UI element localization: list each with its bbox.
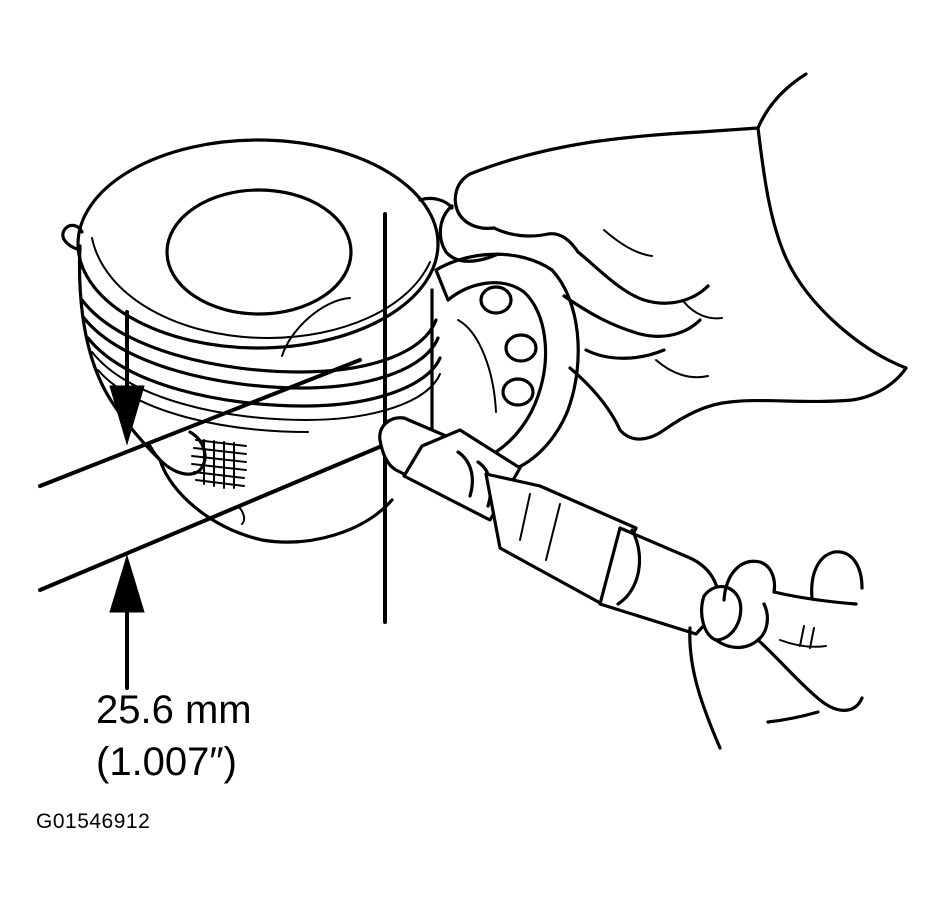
piston-ring-groove-5 xyxy=(97,369,309,433)
lower-hand-thumb xyxy=(722,559,777,602)
micrometer-frame-hole-1 xyxy=(479,285,513,315)
lower-hand-finger-top xyxy=(810,550,864,600)
figure-code: G01546912 xyxy=(36,810,151,833)
lower-hand-thumb-back xyxy=(772,590,858,606)
upper-hand-finger-crease xyxy=(584,348,666,360)
lower-hand-crease-3 xyxy=(809,627,815,649)
micrometer-thimble-edge xyxy=(616,528,642,606)
upper-hand-crease-3 xyxy=(683,301,723,320)
lower-extension-line xyxy=(38,438,398,592)
piston-crown-edge xyxy=(91,237,431,339)
lower-hand-finger-lower xyxy=(756,638,864,712)
lower-hand-crease-1 xyxy=(779,639,827,648)
micrometer-frame-hole-3 xyxy=(501,377,535,407)
upper-hand xyxy=(418,72,908,441)
dimension-label-metric: 25.6 mm xyxy=(96,688,252,732)
upper-hand-wrist-upper xyxy=(756,72,808,130)
lower-hand-palm-left xyxy=(688,626,722,750)
piston xyxy=(61,138,442,544)
piston-pin-hatching xyxy=(191,439,247,489)
reference-lines xyxy=(38,212,434,624)
micrometer-sleeve-ring xyxy=(456,450,474,498)
lower-hand xyxy=(688,550,864,750)
upper-hand-nail xyxy=(418,196,454,210)
piston-left-wall xyxy=(77,244,162,462)
upper-hand-top-finger xyxy=(453,126,760,230)
upper-hand-crease-4 xyxy=(603,229,653,257)
upper-extension-line xyxy=(38,358,362,488)
micrometer-thimble-mark-2 xyxy=(545,503,561,561)
lower-arrowhead xyxy=(109,554,145,613)
piston-boss-bump xyxy=(61,223,84,252)
lower-hand-crease-2 xyxy=(799,625,805,647)
piston-crown-inner xyxy=(165,188,353,316)
upper-hand-little-finger xyxy=(568,366,732,441)
piston-ring-groove-3 xyxy=(86,336,442,408)
micrometer-frame-hole-2 xyxy=(504,333,538,363)
micrometer-ratchet-stop xyxy=(700,585,743,642)
upper-hand-back xyxy=(756,126,908,370)
upper-hand-crease-2 xyxy=(655,359,709,379)
upper-hand-ring-finger xyxy=(562,294,702,338)
upper-hand-knuckle xyxy=(492,226,580,254)
upper-hand-wrist-lower xyxy=(728,366,908,404)
piston-crown-detail xyxy=(281,297,351,357)
dimension-label-imperial: (1.007″) xyxy=(96,740,237,784)
micrometer xyxy=(378,252,743,642)
micrometer-thimble-mark-1 xyxy=(519,493,531,541)
lower-hand-crease-4 xyxy=(766,710,820,724)
dimension-arrows xyxy=(109,310,145,690)
micrometer-frame-inner xyxy=(457,319,497,413)
upper-hand-middle-finger xyxy=(576,250,710,305)
piston-skirt xyxy=(158,458,394,544)
piston-skirt-detail xyxy=(237,505,246,525)
piston-pin-boss xyxy=(148,430,207,476)
upper-arrowhead xyxy=(109,385,145,446)
piston-crown-outer xyxy=(76,138,440,350)
upper-hand-fingertip xyxy=(438,204,500,263)
